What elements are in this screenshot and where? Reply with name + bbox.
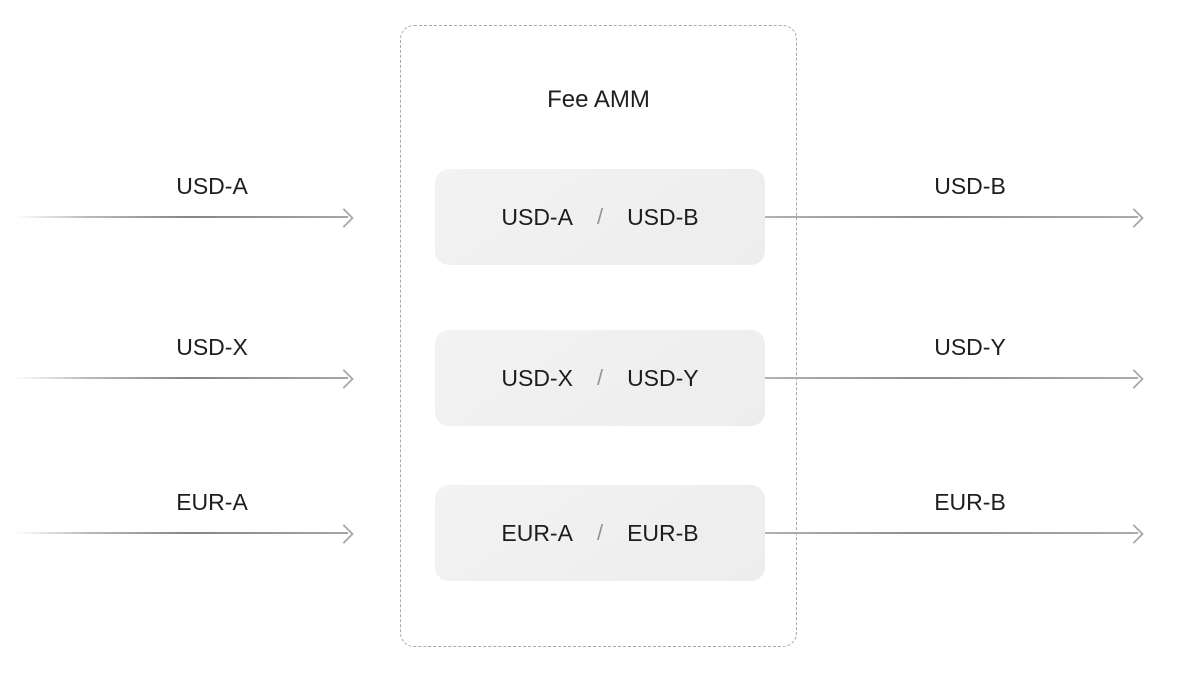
output-token-label: EUR-B (934, 489, 1006, 515)
input-token-label: USD-A (176, 173, 248, 199)
pool-token-right: USD-Y (627, 364, 699, 391)
pool-token-left: EUR-A (501, 519, 573, 546)
outflow-arrow (765, 216, 1138, 218)
output-token-label: USD-Y (934, 334, 1006, 360)
outflow-arrow (765, 532, 1138, 534)
input-token-label: USD-X (176, 334, 248, 360)
inflow-arrow (15, 216, 348, 218)
outflow-arrow (765, 377, 1138, 379)
pool-token-right: EUR-B (627, 519, 699, 546)
pool-separator: / (596, 520, 604, 545)
amm-dashed-container: Fee AMM (400, 25, 797, 647)
input-token-label: EUR-A (176, 489, 248, 515)
swap-flow-row: USD-A USD-A / USD-B USD-B (0, 169, 1200, 265)
pool-box: USD-X / USD-Y (435, 330, 765, 426)
pool-separator: / (596, 204, 604, 229)
amm-title: Fee AMM (547, 86, 650, 113)
pool-token-right: USD-B (627, 203, 699, 230)
pool-box: EUR-A / EUR-B (435, 485, 765, 581)
pool-token-left: USD-X (501, 364, 573, 391)
pool-box: USD-A / USD-B (435, 169, 765, 265)
swap-flow-row: USD-X USD-X / USD-Y USD-Y (0, 330, 1200, 426)
output-token-label: USD-B (934, 173, 1006, 199)
inflow-arrow (15, 377, 348, 379)
pool-token-left: USD-A (501, 203, 573, 230)
inflow-arrow (15, 532, 348, 534)
pool-separator: / (596, 365, 604, 390)
swap-flow-row: EUR-A EUR-A / EUR-B EUR-B (0, 485, 1200, 581)
